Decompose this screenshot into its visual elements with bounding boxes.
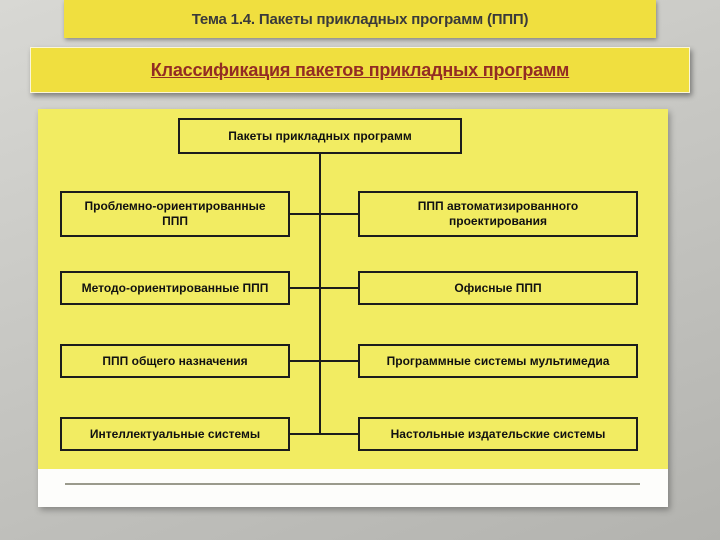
- connector-line: [320, 213, 358, 215]
- footer-divider: [65, 483, 640, 485]
- node-multimedia: Программные системы мультимедиа: [358, 344, 638, 378]
- slide-title-banner: Тема 1.4. Пакеты прикладных программ (ПП…: [64, 0, 656, 38]
- connector-line: [320, 433, 358, 435]
- connector-line: [320, 360, 358, 362]
- node-problem-oriented: Проблемно-ориентированные ППП: [60, 191, 290, 237]
- classification-diagram: Пакеты прикладных программ Проблемно-ори…: [38, 109, 668, 469]
- node-method-oriented: Методо-ориентированные ППП: [60, 271, 290, 305]
- node-cad: ППП автоматизированного проектирования: [358, 191, 638, 237]
- connector-line: [290, 433, 320, 435]
- node-office: Офисные ППП: [358, 271, 638, 305]
- connector-line: [290, 213, 320, 215]
- node-intelligent-systems: Интеллектуальные системы: [60, 417, 290, 451]
- connector-line: [320, 287, 358, 289]
- connector-line: [290, 287, 320, 289]
- connector-line: [290, 360, 320, 362]
- trunk-line: [319, 154, 321, 434]
- slide-subtitle-banner: Классификация пакетов прикладных програм…: [30, 47, 690, 93]
- content-card: Пакеты прикладных программ Проблемно-ори…: [38, 109, 668, 507]
- slide-title: Тема 1.4. Пакеты прикладных программ (ПП…: [191, 10, 529, 28]
- node-desktop-publishing: Настольные издательские системы: [358, 417, 638, 451]
- root-node: Пакеты прикладных программ: [178, 118, 462, 154]
- node-general-purpose: ППП общего назначения: [60, 344, 290, 378]
- slide-subtitle: Классификация пакетов прикладных програм…: [150, 59, 570, 80]
